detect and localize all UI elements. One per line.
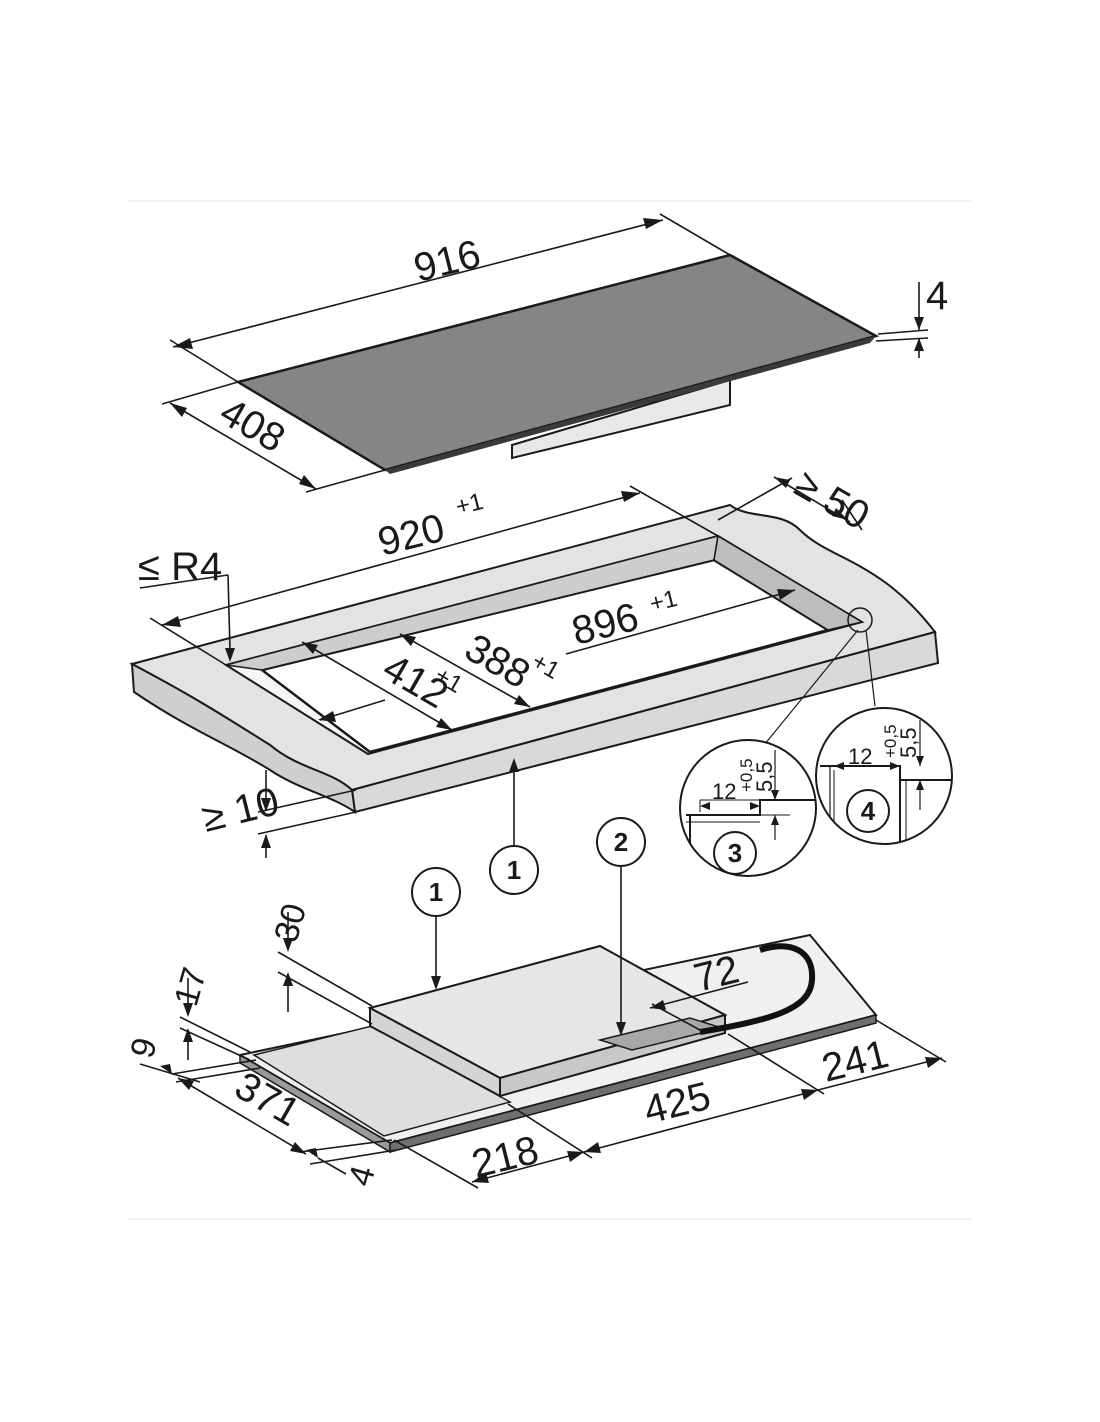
- dim-30: [277, 912, 373, 1025]
- dim-radius-label: ≤ R4: [138, 545, 222, 589]
- dim-408: [161, 381, 386, 493]
- detail-3-ledge-tol: +0,5: [737, 758, 756, 792]
- dim-edge-50: [717, 476, 863, 531]
- dim-17-label: 17: [167, 963, 214, 1010]
- dim-896: [565, 589, 796, 655]
- dim-thickness-label: 4: [926, 274, 948, 318]
- dim-thickness: [875, 282, 929, 358]
- dim-radius: [139, 574, 235, 662]
- dim-920-label: 920: [374, 506, 449, 565]
- detail-4-ledge: 12: [848, 744, 872, 769]
- dim-218-label: 218: [468, 1128, 543, 1187]
- hob-glass-edge: [385, 336, 876, 474]
- dim-241-label: 241: [818, 1032, 893, 1091]
- dim-218: [393, 1103, 593, 1189]
- dim-9-label: 9: [123, 1034, 165, 1063]
- dim-916: [169, 213, 731, 383]
- frame-front-edge: [389, 1014, 877, 1153]
- detail-4-badge: 4: [861, 796, 876, 826]
- dim-916-label: 916: [410, 232, 485, 291]
- dim-920-tol: +1: [453, 488, 486, 521]
- detail-3-depth: 5,5: [752, 761, 777, 792]
- appliance-underside: [237, 933, 878, 1154]
- dim-388: [399, 633, 531, 708]
- dim-30-label: 30: [267, 899, 314, 946]
- detail-marker-circle: [847, 607, 873, 633]
- dim-72: [649, 981, 749, 1031]
- dim-72-label: 72: [690, 947, 744, 1000]
- hob-underside-box: [511, 378, 731, 460]
- dim-241: [817, 1019, 947, 1091]
- dim-worktop-min: [257, 770, 357, 858]
- dim-896-tol: +1: [647, 585, 680, 618]
- callout-1-body: 1: [411, 867, 461, 990]
- detail-4-depth: 5,5: [896, 727, 921, 758]
- power-cable: [699, 943, 816, 1035]
- callout-1-worktop-label: 1: [507, 855, 521, 885]
- detail-3: 12 +0,5 5,5 3: [679, 739, 817, 877]
- callout-2-label: 2: [614, 827, 628, 857]
- detail-3-leader: [759, 629, 859, 751]
- dim-edge-50-label: ≥ 50: [788, 462, 877, 539]
- hob-top-view: [234, 253, 880, 474]
- dim-9: [139, 1059, 261, 1083]
- dim-412: [301, 641, 453, 731]
- dim-17: [179, 978, 251, 1061]
- callout-1-worktop: 1: [489, 758, 539, 895]
- callout-2-connector: 2: [596, 817, 646, 1036]
- dim-371: [177, 1077, 307, 1155]
- dim-920: [149, 485, 719, 666]
- detail-4: 12 +0,5 5,5 4: [815, 707, 953, 845]
- dim-425: [583, 1033, 825, 1153]
- detail-3-ledge: 12: [712, 779, 736, 804]
- detail-4-ledge-tol: +0,5: [881, 724, 900, 758]
- callout-1-body-label: 1: [429, 877, 443, 907]
- cutout-right-wall: [713, 534, 864, 631]
- frame-front-plate: [252, 1025, 512, 1137]
- detail-3-badge: 3: [728, 838, 742, 868]
- detail-4-leader: [865, 629, 876, 707]
- dim-4-bottom-label: 4: [341, 1162, 383, 1191]
- dim-4-bottom: [299, 1139, 397, 1175]
